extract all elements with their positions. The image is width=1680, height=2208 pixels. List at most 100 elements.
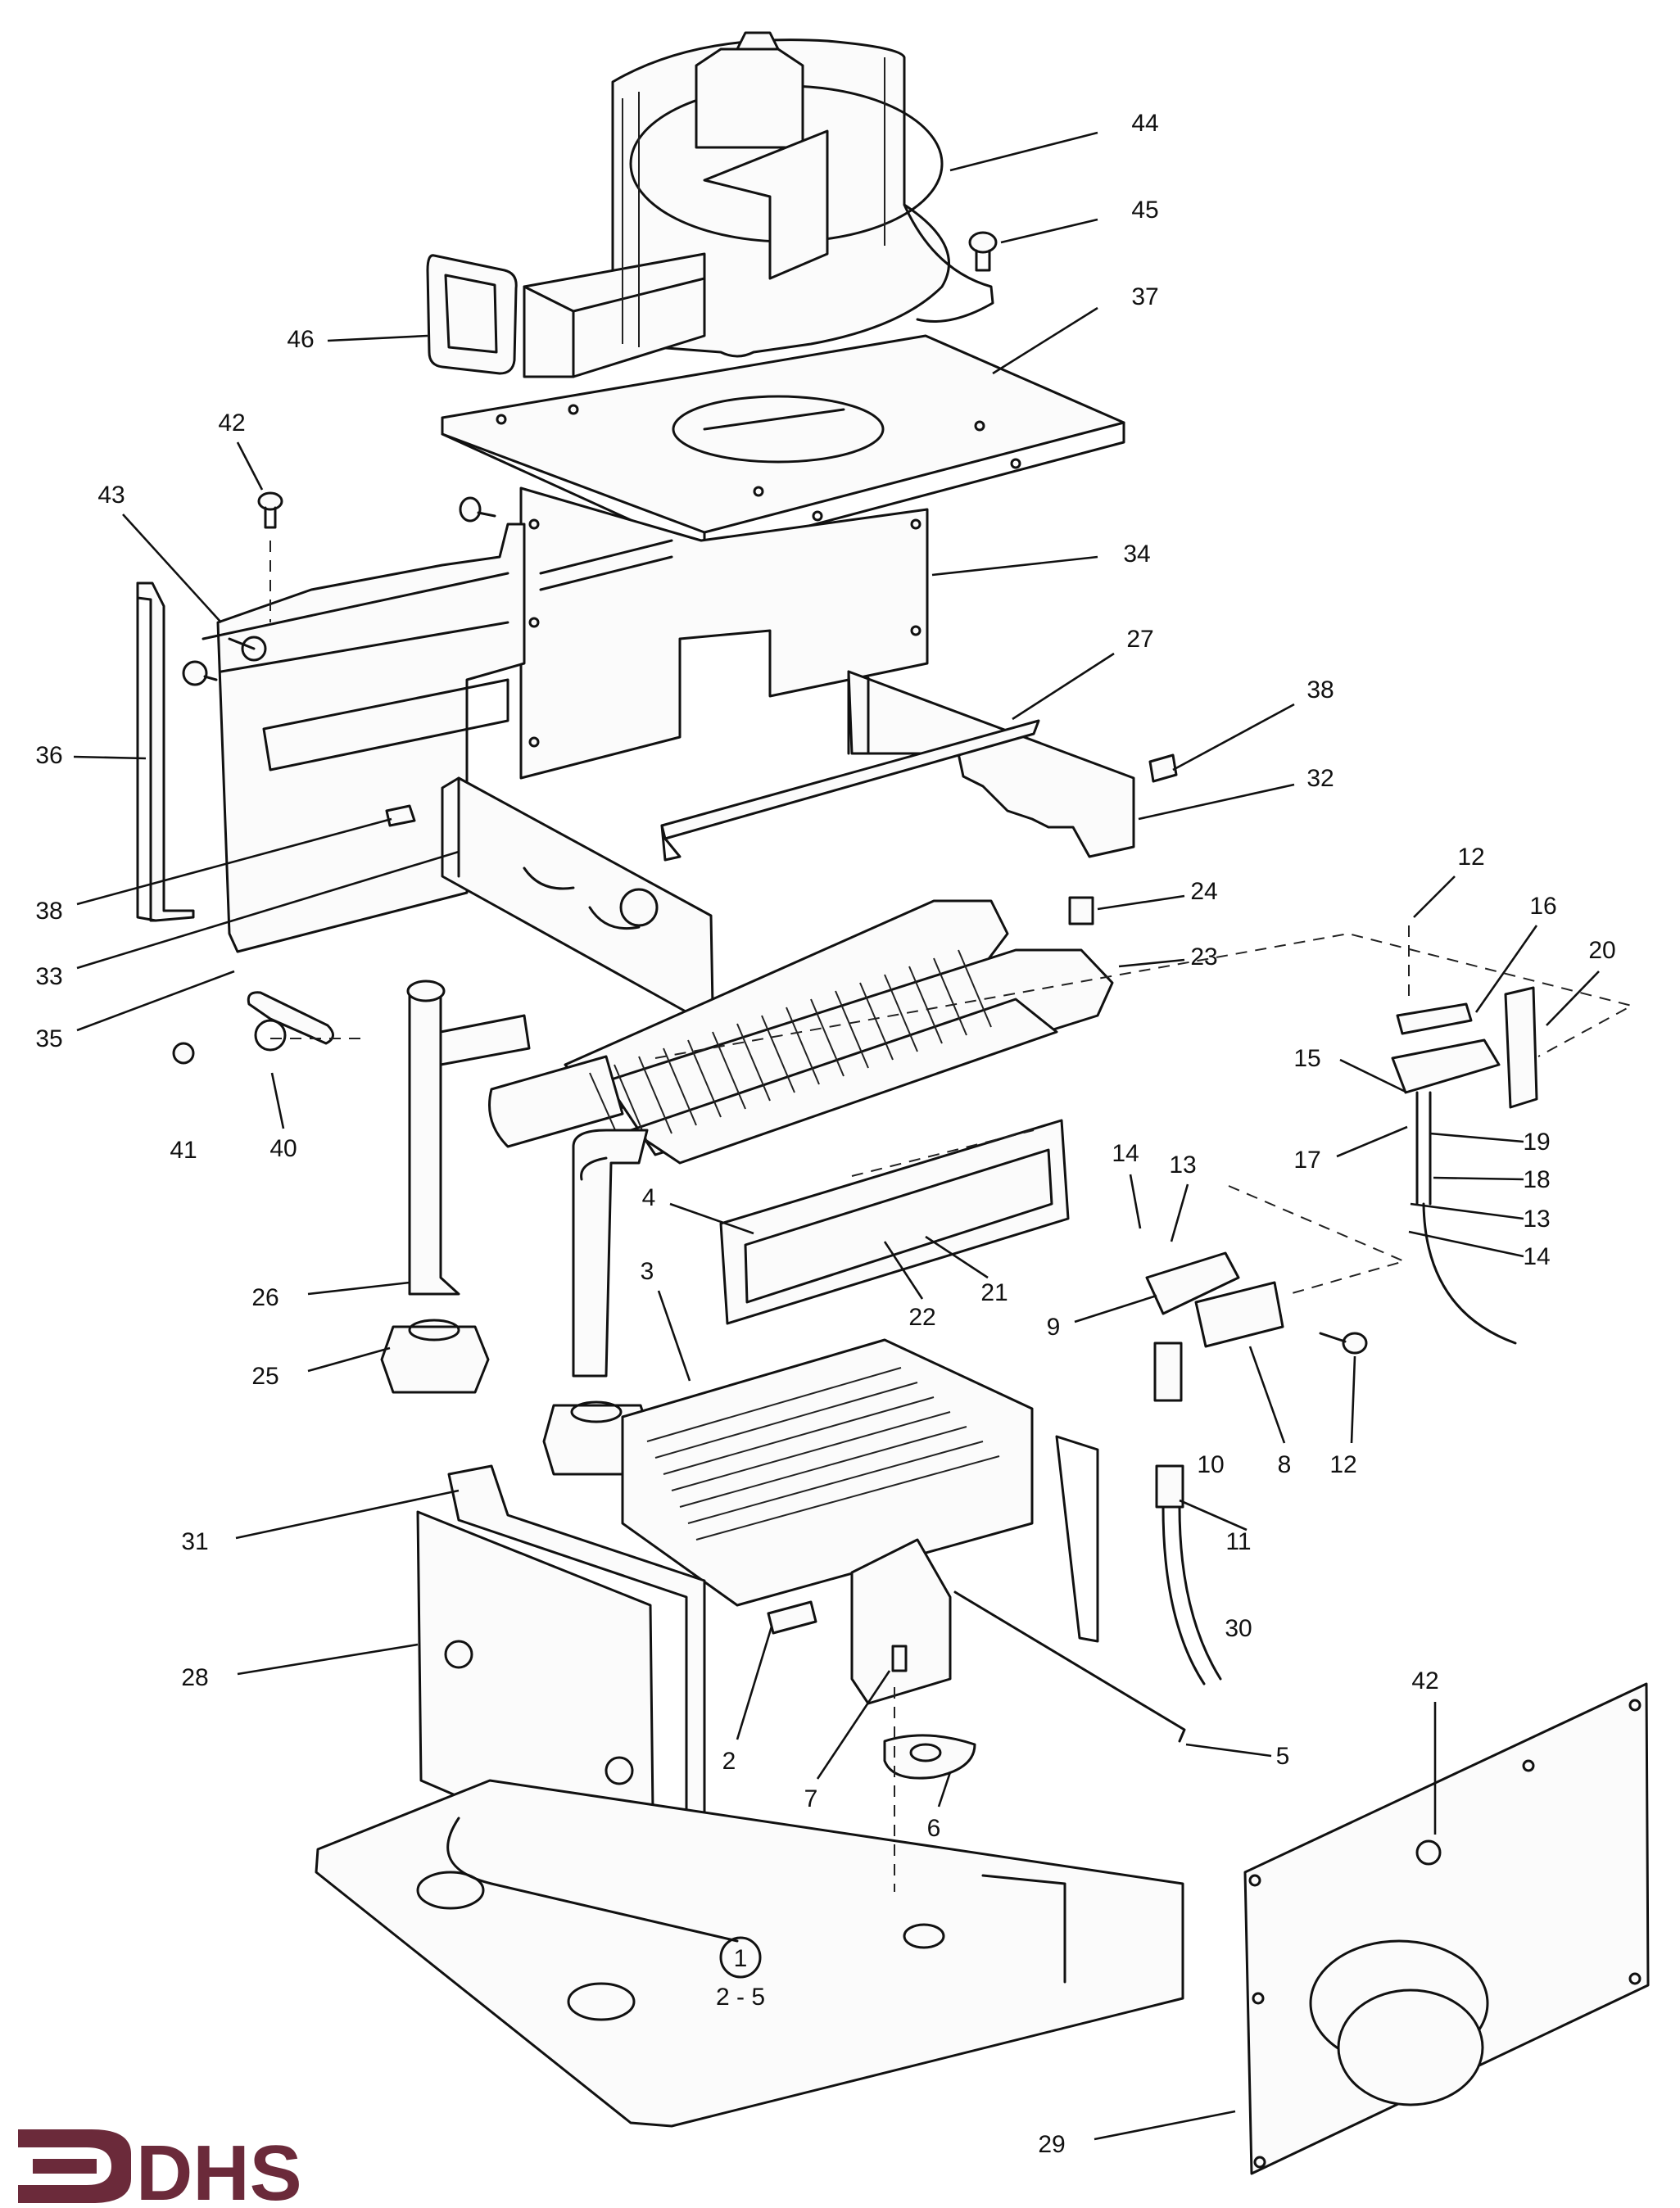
callout-c45: 45 xyxy=(1131,197,1158,224)
callout-c37: 37 xyxy=(1131,283,1158,310)
leader-line-c8 xyxy=(1248,1346,1286,1444)
nut-41 xyxy=(172,1042,195,1065)
leader-line-c14a xyxy=(1408,1230,1524,1258)
callout-c7: 7 xyxy=(804,1785,818,1812)
callout-c12a: 12 xyxy=(1457,844,1484,871)
clip-38a xyxy=(1148,753,1178,783)
leader-line-c16 xyxy=(1474,925,1538,1013)
leader-line-c13b xyxy=(1170,1183,1189,1242)
leader-line-c3 xyxy=(657,1290,691,1382)
pilot-assembly xyxy=(1391,986,1538,1345)
dhs-logo: DHS xyxy=(18,2129,302,2208)
callout-c11: 11 xyxy=(1225,1528,1251,1555)
bolt-12 xyxy=(1319,1332,1368,1355)
assembly-reference: 1 2 - 5 xyxy=(716,1936,765,2011)
leader-line-c4 xyxy=(669,1202,754,1235)
leader-line-c44 xyxy=(949,131,1098,172)
base-pan-1 xyxy=(315,1779,1184,2128)
assembly-ref-range: 2 - 5 xyxy=(716,1984,765,2011)
elbow-7 xyxy=(850,1538,952,1705)
callout-c42a: 42 xyxy=(218,409,245,437)
callout-c4: 4 xyxy=(642,1184,656,1211)
callout-c2: 2 xyxy=(722,1748,736,1775)
leader-line-c22 xyxy=(883,1241,924,1300)
callout-c16: 16 xyxy=(1529,893,1556,920)
fitting-10 xyxy=(1153,1342,1183,1402)
leader-line-c20 xyxy=(1546,971,1600,1026)
leader-line-c2 xyxy=(736,1626,773,1740)
leader-line-c29 xyxy=(1094,2110,1236,2141)
heat-exchanger-coil xyxy=(488,899,1114,1378)
leader-line-c6 xyxy=(937,1771,952,1808)
callout-c44: 44 xyxy=(1131,110,1158,137)
callout-c30: 30 xyxy=(1225,1615,1252,1642)
callout-c46: 46 xyxy=(287,326,314,353)
callout-c6: 6 xyxy=(927,1815,941,1842)
union-nut-25 xyxy=(380,1319,490,1394)
callout-c26: 26 xyxy=(251,1284,278,1311)
callout-c17: 17 xyxy=(1293,1147,1320,1174)
leader-line-c42a xyxy=(236,441,264,491)
callout-c33: 33 xyxy=(35,963,62,990)
leader-line-c36 xyxy=(73,755,147,760)
callout-c27: 27 xyxy=(1126,626,1153,653)
leader-line-c43 xyxy=(122,514,222,623)
screw-43 xyxy=(228,636,267,662)
leader-line-c17 xyxy=(1336,1125,1408,1158)
callout-c41: 41 xyxy=(170,1137,197,1164)
leader-line-c9 xyxy=(1074,1294,1157,1323)
front-bracket-33 xyxy=(441,776,714,1017)
callout-c21: 21 xyxy=(980,1279,1008,1306)
callout-c43: 43 xyxy=(97,482,125,509)
callout-c13b: 13 xyxy=(1169,1152,1196,1179)
leader-line-c45 xyxy=(1000,218,1098,244)
callout-c36: 36 xyxy=(35,742,62,769)
leader-line-c21 xyxy=(925,1235,989,1279)
callout-leaders xyxy=(73,131,1600,2141)
clip-38b xyxy=(385,804,416,827)
leader-line-c46 xyxy=(327,334,428,342)
callout-labels: 4445374642433427383632383335242312162015… xyxy=(35,110,1615,2158)
callout-c35: 35 xyxy=(35,1025,62,1052)
callout-c20: 20 xyxy=(1588,937,1615,964)
leader-line-c15 xyxy=(1339,1058,1408,1094)
screw-42-top xyxy=(257,491,283,529)
callout-c14b: 14 xyxy=(1112,1140,1139,1167)
leader-line-c11 xyxy=(1179,1499,1248,1532)
leader-line-c28 xyxy=(237,1643,419,1676)
callout-c40: 40 xyxy=(269,1135,297,1162)
gasket-6 xyxy=(883,1734,976,1780)
leader-line-c40 xyxy=(270,1072,285,1129)
callout-c24: 24 xyxy=(1190,878,1217,905)
leader-line-c38a xyxy=(1172,703,1295,771)
callout-c12b: 12 xyxy=(1329,1451,1356,1478)
leader-line-c26 xyxy=(307,1281,410,1296)
leader-line-c13a xyxy=(1410,1202,1524,1220)
front-plate-29 xyxy=(1243,1682,1650,2175)
leader-line-c12b xyxy=(1350,1355,1356,1444)
valve-bracket-9 xyxy=(1145,1251,1240,1315)
fitting-11 xyxy=(1155,1464,1184,1509)
leader-line-c19 xyxy=(1429,1132,1524,1143)
callout-c42b: 42 xyxy=(1411,1667,1438,1694)
callout-c25: 25 xyxy=(251,1363,278,1390)
leader-line-c34 xyxy=(931,555,1098,577)
leader-line-c25 xyxy=(307,1346,391,1373)
assembly-ref-number: 1 xyxy=(734,1945,748,1972)
callout-c28: 28 xyxy=(181,1664,208,1691)
gasket-46 xyxy=(426,254,518,375)
burner-tray-4 xyxy=(719,1119,1070,1325)
callout-c23: 23 xyxy=(1190,943,1217,971)
leader-line-c18 xyxy=(1433,1176,1524,1181)
callout-c8: 8 xyxy=(1278,1451,1292,1478)
leader-line-c24 xyxy=(1097,894,1185,911)
bracket-8 xyxy=(1194,1281,1284,1348)
callout-c5: 5 xyxy=(1276,1743,1290,1770)
blower-housing xyxy=(523,31,994,378)
callout-c10: 10 xyxy=(1197,1451,1224,1478)
leader-line-c12a xyxy=(1413,876,1456,918)
callout-c38a: 38 xyxy=(1306,676,1334,704)
callout-c3: 3 xyxy=(641,1258,654,1285)
inlet-pipe-26 xyxy=(406,980,531,1296)
